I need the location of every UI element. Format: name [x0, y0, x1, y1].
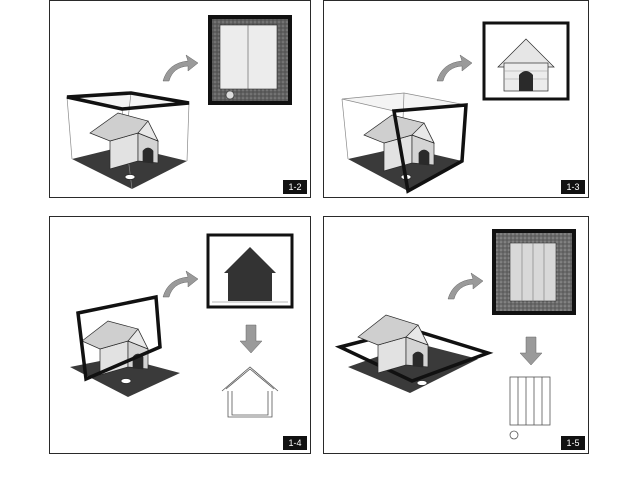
top-view-result: [208, 15, 292, 105]
dog-house: [357, 314, 429, 374]
arrow-icon: [162, 270, 199, 298]
dog-house: [89, 112, 159, 170]
panel-bottom-view: 1-5: [323, 216, 589, 454]
arrow-icon: [436, 54, 473, 82]
ground-shadow: [348, 343, 478, 393]
panel-side-view: 1-3: [323, 0, 589, 198]
down-arrow-icon: [519, 336, 543, 366]
front-plane-highlight: [76, 294, 162, 382]
ground-shadow: [70, 357, 180, 397]
food-bowl: [416, 380, 428, 386]
panel-label: 1-3: [561, 180, 585, 194]
panel-label: 1-5: [561, 436, 585, 450]
panel-label: 1-2: [283, 180, 307, 194]
panel-front-view: 1-4: [49, 216, 311, 454]
side-plane-highlight: [391, 103, 468, 194]
side-view-result: [482, 21, 570, 101]
food-bowl: [124, 174, 136, 180]
top-view-illustration: [66, 15, 292, 190]
side-view-illustration: [341, 21, 570, 194]
arrow-icon: [447, 272, 484, 300]
bottom-view-outline: [509, 376, 551, 440]
arrow-icon: [162, 54, 199, 82]
food-bowl: [120, 378, 132, 384]
bottom-view-illustration: [334, 229, 576, 440]
top-plane-highlight: [66, 91, 190, 111]
down-arrow-icon: [239, 324, 263, 354]
panel-label: 1-4: [283, 436, 307, 450]
bottom-view-result: [492, 229, 576, 315]
dog-house: [81, 320, 149, 376]
front-view-illustration: [70, 233, 294, 418]
dog-house: [363, 114, 435, 172]
front-view-result: [206, 233, 294, 309]
front-view-outline: [221, 366, 279, 418]
panel-top-view: 1-2: [49, 0, 311, 198]
